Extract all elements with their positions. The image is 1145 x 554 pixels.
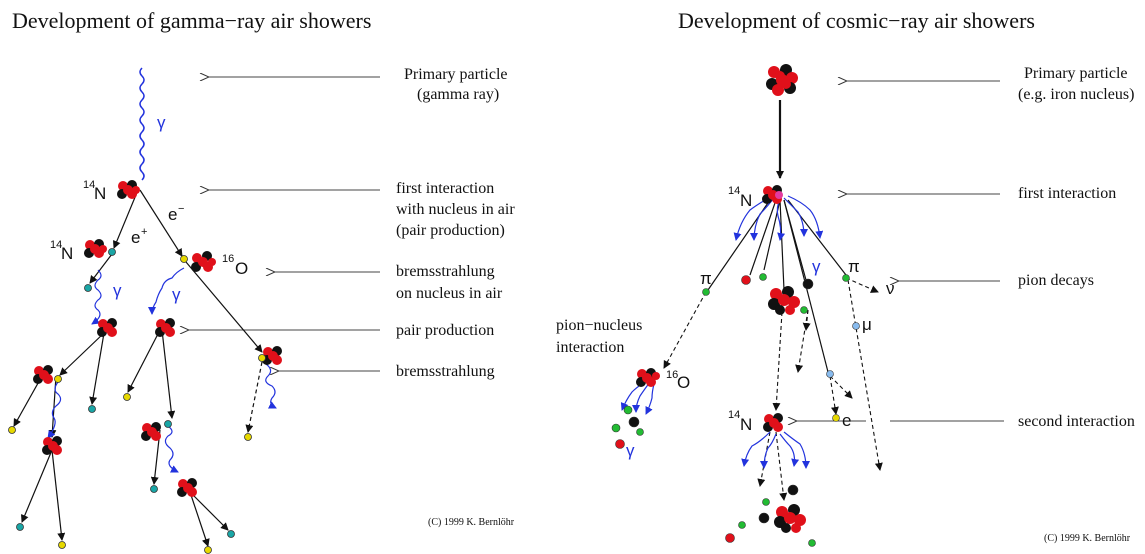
copyright-text: (C) 1999 K. Bernlöhr xyxy=(428,517,515,528)
positron-sign: + xyxy=(141,226,147,238)
cosmic-shower-title: Development of cosmic−ray air showers xyxy=(678,8,1035,33)
nucleus-fragment xyxy=(768,286,800,315)
n14-element: N xyxy=(94,184,106,203)
brems-gamma-symbol: γ xyxy=(172,285,181,304)
second-interaction-label: second interaction xyxy=(1018,413,1135,430)
primary-gamma-wave xyxy=(139,67,145,181)
nucleus xyxy=(97,318,117,337)
bremsstrahlung-label: bremsstrahlung xyxy=(396,363,495,380)
pion-particle xyxy=(636,428,644,436)
gamma-brems-photons xyxy=(47,267,277,473)
gamma-shower-panel: Development of gamma−ray air showers γ xyxy=(8,8,515,554)
gamma-symbol: γ xyxy=(626,441,635,460)
nucleus xyxy=(177,478,197,497)
gamma-pointer-arrows xyxy=(188,77,380,371)
pion-particle xyxy=(808,539,816,547)
nucleus xyxy=(33,365,53,384)
primary-gamma-symbol: γ xyxy=(157,113,166,132)
o16-mass-number: 16 xyxy=(222,253,234,265)
primary-particle-label: Primary particle xyxy=(404,66,508,83)
electron-sign: − xyxy=(178,203,184,215)
proton-particle xyxy=(615,439,625,449)
o16-element: O xyxy=(677,373,690,392)
neutron-particle xyxy=(787,484,799,496)
electron-symbol: e xyxy=(168,205,177,224)
pion-decays-label: pion decays xyxy=(1018,272,1094,289)
gamma-symbol: γ xyxy=(812,257,821,276)
muon-particle xyxy=(826,370,834,378)
pion-particle xyxy=(738,521,746,529)
neutrino-symbol: ν xyxy=(886,279,895,298)
gamma-labels: Primary particle (gamma ray) first inter… xyxy=(396,66,515,380)
gamma-shower-tracks xyxy=(13,189,263,547)
n14-mass-number: 14 xyxy=(50,239,62,251)
nitrogen-nucleus xyxy=(117,180,140,199)
iron-nucleus xyxy=(766,64,798,96)
o16-element: O xyxy=(235,259,248,278)
first-interaction-label: first interaction xyxy=(396,180,494,197)
n14-element: N xyxy=(740,191,752,210)
primary-particle-label: Primary particle xyxy=(1024,65,1128,82)
brems-gamma-symbol: γ xyxy=(113,281,122,300)
pion-particle xyxy=(702,288,710,296)
primary-particle-sublabel: (gamma ray) xyxy=(417,86,499,103)
cosmic-dashed-tracks xyxy=(663,277,883,501)
pion-particle xyxy=(759,273,767,281)
first-interaction-label: first interaction xyxy=(1018,185,1116,202)
oxygen-nucleus xyxy=(636,368,660,387)
oxygen-nucleus xyxy=(191,251,216,272)
pion-particle xyxy=(611,423,621,433)
primary-particle-sublabel: (e.g. iron nucleus) xyxy=(1018,86,1134,103)
pion-nucleus-label-line2: interaction xyxy=(556,339,624,356)
cosmic-nuclei xyxy=(636,185,806,533)
neutron-particle xyxy=(758,512,770,524)
nucleus xyxy=(155,318,175,337)
proton-particle xyxy=(725,533,735,543)
nucleus xyxy=(141,422,161,441)
nucleus xyxy=(42,436,62,455)
pair-production-label: pair production xyxy=(396,322,494,339)
nucleus xyxy=(262,346,282,365)
neutron-particle xyxy=(802,278,814,290)
copyright-text: (C) 1999 K. Bernlöhr xyxy=(1044,533,1131,544)
n14-mass-number: 14 xyxy=(728,185,740,197)
nitrogen-nucleus xyxy=(84,239,107,258)
cosmic-pointer-arrows xyxy=(796,81,1004,421)
proton-particle xyxy=(741,275,751,285)
n14-mass-number: 14 xyxy=(728,409,740,421)
bremsstrahlung-nucleus-label: bremsstrahlung xyxy=(396,263,495,280)
cosmic-shower-panel: Development of cosmic−ray air showers xyxy=(556,8,1135,547)
nitrogen-nucleus xyxy=(762,185,783,204)
pion-symbol: π xyxy=(700,269,712,288)
muon-symbol: μ xyxy=(862,315,872,334)
gamma-leptons xyxy=(8,248,266,554)
bremsstrahlung-nucleus-label-line2: on nucleus in air xyxy=(396,285,503,302)
pion-particle xyxy=(800,306,808,314)
o16-mass-number: 16 xyxy=(666,369,678,381)
muon-particle xyxy=(852,322,860,330)
electron-symbol: e xyxy=(842,411,851,430)
first-interaction-label-line3: (pair production) xyxy=(396,222,505,239)
pion-symbol: π xyxy=(848,257,860,276)
gamma-shower-title: Development of gamma−ray air showers xyxy=(12,8,371,33)
n14-element: N xyxy=(740,415,752,434)
n14-mass-number: 14 xyxy=(83,179,95,191)
electron-particle xyxy=(832,414,840,422)
neutron-particle xyxy=(628,416,640,428)
positron-symbol: e xyxy=(131,228,140,247)
cosmic-hadron-tracks xyxy=(707,199,847,373)
pion-particle xyxy=(762,498,770,506)
nucleus-fragment xyxy=(774,504,806,533)
pion-particle xyxy=(842,274,850,282)
pion-particle xyxy=(623,405,633,415)
gamma-nuclei xyxy=(33,180,282,497)
first-interaction-label-line2: with nucleus in air xyxy=(396,201,515,218)
cosmic-photon-bundle xyxy=(620,195,824,469)
nitrogen-nucleus xyxy=(763,413,783,432)
n14-element: N xyxy=(61,244,73,263)
cosmic-particles xyxy=(611,273,860,547)
pion-nucleus-label: pion−nucleus xyxy=(556,317,642,334)
